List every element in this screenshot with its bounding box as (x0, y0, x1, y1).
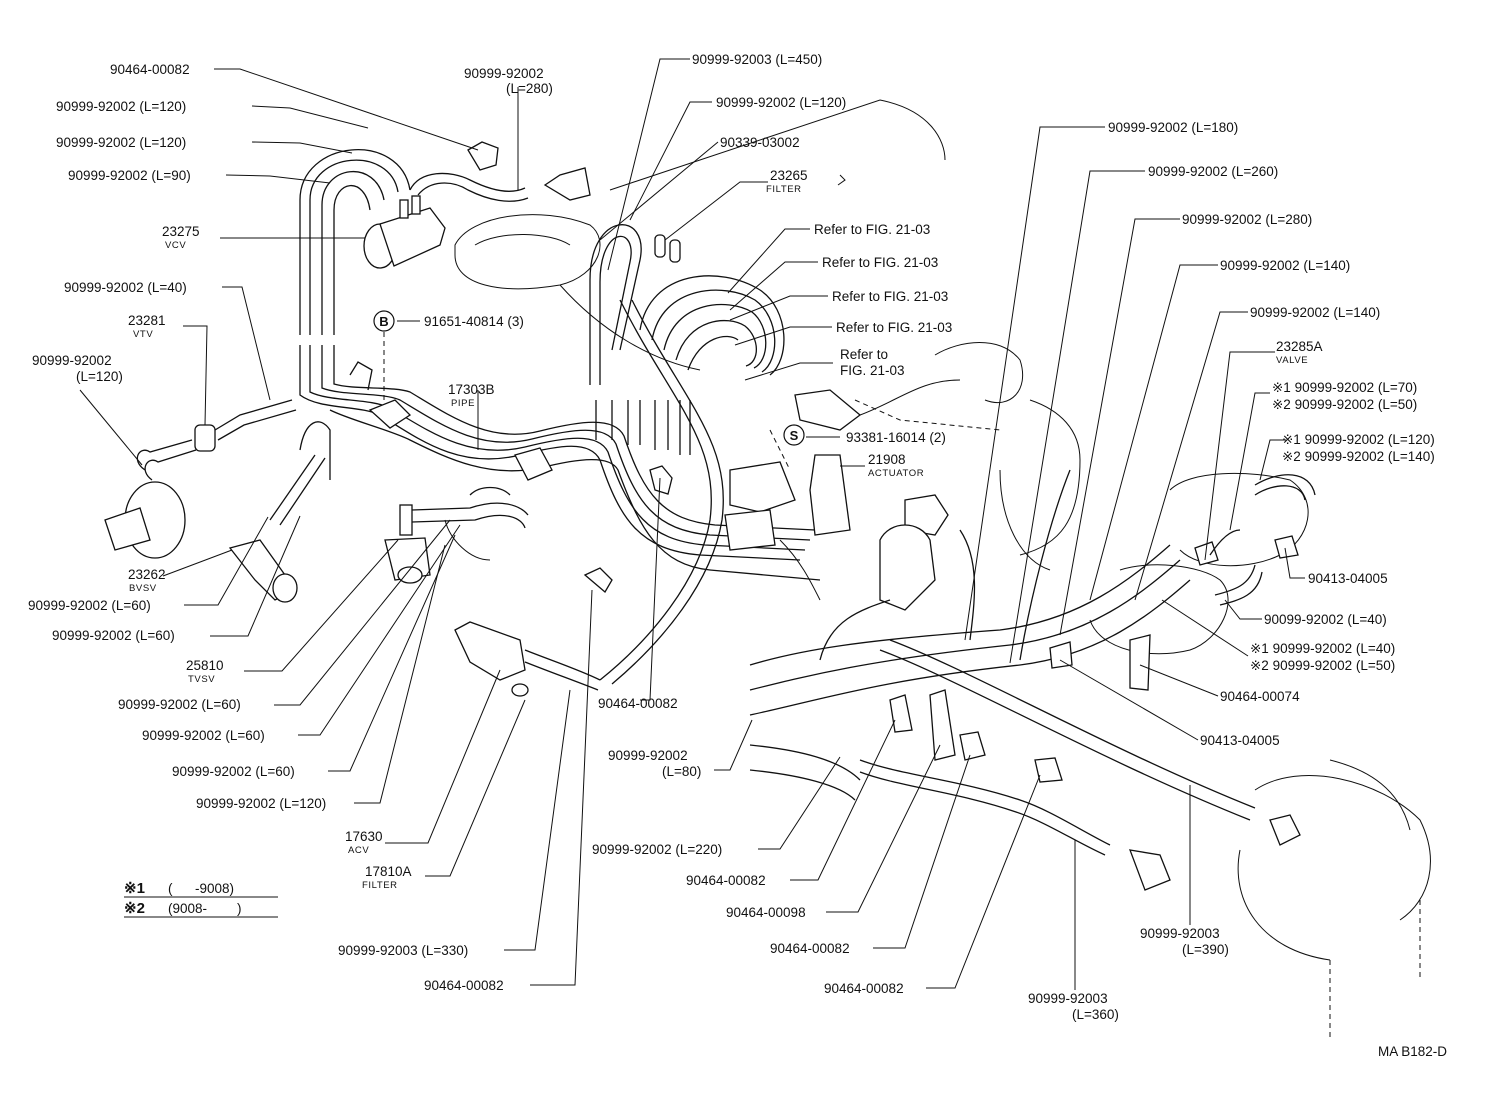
label-note1-hose-l70: ※1 90999-92002 (L=70) (1272, 380, 1417, 395)
label-hose-l120-b: 90999-92002 (L=120) (56, 135, 186, 150)
label-hose-l120-a: 90999-92002 (L=120) (56, 99, 186, 114)
label-90464-00082-c2: 90464-00082 (770, 941, 850, 956)
label-fig-21-03-5: FIG. 21-03 (840, 363, 905, 378)
label-17303b: 17303B (448, 382, 495, 397)
label-23285a: 23285A (1276, 339, 1323, 354)
label-23265: 23265 (770, 168, 808, 183)
label-refer-fig-1: Refer to FIG. 21-03 (814, 222, 930, 237)
legend-notes: ※1 ( -9008) ※2 (9008- ) (124, 880, 278, 918)
label-acv: ACV (348, 845, 369, 856)
label-actuator: ACTUATOR (868, 468, 924, 479)
label-hose-90999-left: 90999-92002 (32, 353, 112, 368)
label-hose-l40-left: 90999-92002 (L=40) (64, 280, 187, 295)
label-hose-92003-l330: 90999-92003 (L=330) (338, 943, 468, 958)
tvsv-drawing (384, 486, 529, 584)
label-17810a: 17810A (365, 864, 412, 879)
label-90464-00082-center: 90464-00082 (598, 696, 678, 711)
right-engine-drawing (879, 342, 1431, 1040)
label-23262: 23262 (128, 567, 166, 582)
label-hose-92003-360: 90999-92003 (1028, 991, 1108, 1006)
label-vcv: VCV (165, 240, 186, 251)
label-vtv: VTV (133, 329, 153, 340)
legend-note2-range: (9008- ) (168, 901, 242, 916)
symbol-b-letter: B (379, 314, 388, 329)
label-hose-l60-c: 90999-92002 (L=60) (118, 697, 241, 712)
label-17630: 17630 (345, 829, 383, 844)
part-labels: 90464-00082 90999-92002 (L=120) 90999-92… (28, 52, 1435, 1022)
label-hose-l260: 90999-92002 (L=260) (1148, 164, 1278, 179)
label-note1-hose-l120: ※1 90999-92002 (L=120) (1282, 432, 1435, 447)
label-pipe: PIPE (451, 398, 475, 409)
label-90464-00082-bottom: 90464-00082 (424, 978, 504, 993)
label-hose-l120-top: 90999-92002 (L=120) (716, 95, 846, 110)
label-90464-00082-top-left: 90464-00082 (110, 62, 190, 77)
symbol-s-letter: S (790, 428, 799, 443)
label-refer-fig-3: Refer to FIG. 21-03 (832, 289, 948, 304)
label-note1-hose-l40: ※1 90999-92002 (L=40) (1250, 641, 1395, 656)
label-90464-00082-c3: 90464-00082 (824, 981, 904, 996)
label-90464-00098: 90464-00098 (726, 905, 806, 920)
label-hose-l90: 90999-92002 (L=90) (68, 168, 191, 183)
label-valve: VALVE (1276, 355, 1308, 366)
label-23275: 23275 (162, 224, 200, 239)
label-hose-l80: (L=80) (662, 764, 701, 779)
leader-lines (79, 58, 1305, 990)
label-93381-16014: 93381-16014 (2) (846, 430, 946, 445)
label-hose-l60-b: 90999-92002 (L=60) (52, 628, 175, 643)
symbol-s-marker: S (783, 424, 805, 446)
label-bvsv: BVSV (129, 583, 157, 594)
symbol-b-marker: B (373, 310, 395, 400)
legend-note1-mark: ※1 (124, 880, 145, 897)
label-hose-l220: 90999-92002 (L=220) (592, 842, 722, 857)
label-91651-40814: 91651-40814 (3) (424, 314, 524, 329)
label-hose-l280-top: (L=280) (506, 81, 553, 96)
label-refer-fig-4: Refer to FIG. 21-03 (836, 320, 952, 335)
label-filter-17810a: FILTER (362, 880, 398, 891)
label-hose-l60-a: 90999-92002 (L=60) (28, 598, 151, 613)
label-90099-l40: 90099-92002 (L=40) (1264, 612, 1387, 627)
label-90464-00074: 90464-00074 (1220, 689, 1300, 704)
label-90413-04005-lower: 90413-04005 (1200, 733, 1280, 748)
acv-drawing (454, 567, 613, 697)
air-cleaner-outline (454, 99, 946, 371)
label-25810: 25810 (186, 658, 224, 673)
label-hose-l180: 90999-92002 (L=180) (1108, 120, 1238, 135)
right-small-hoses (1194, 474, 1316, 606)
label-tvsv: TVSV (188, 674, 215, 685)
pipe-bundle (299, 345, 821, 581)
label-90413-04005-right: 90413-04005 (1308, 571, 1388, 586)
label-hose-l390: (L=390) (1182, 942, 1229, 957)
legend-note2-mark: ※2 (124, 900, 145, 917)
label-hose-l360: (L=360) (1072, 1007, 1119, 1022)
vcv-valve-drawing (363, 195, 446, 269)
label-hose-90999-top: 90999-92002 (464, 66, 544, 81)
label-hose-l140-b: 90999-92002 (L=140) (1250, 305, 1380, 320)
label-hose-92003-l450: 90999-92003 (L=450) (692, 52, 822, 67)
filter-23265-drawing (837, 174, 846, 186)
label-hose-90999-l80: 90999-92002 (608, 748, 688, 763)
label-refer-to-5: Refer to (840, 347, 888, 362)
label-hose-l280-right: 90999-92002 (L=280) (1182, 212, 1312, 227)
label-90464-00082-c1: 90464-00082 (686, 873, 766, 888)
label-note2-hose-l140: ※2 90999-92002 (L=140) (1282, 449, 1435, 464)
label-21908: 21908 (868, 452, 906, 467)
legend-note1-range: ( -9008) (168, 881, 234, 896)
label-note2-hose-l50-lower: ※2 90999-92002 (L=50) (1250, 658, 1395, 673)
actuator-drawing (724, 379, 1001, 601)
label-hose-92003-390: 90999-92003 (1140, 926, 1220, 941)
label-hose-l60-d: 90999-92002 (L=60) (142, 728, 265, 743)
label-hose-l140-a: 90999-92002 (L=140) (1220, 258, 1350, 273)
label-23281: 23281 (128, 313, 166, 328)
label-hose-l120-c: 90999-92002 (L=120) (196, 796, 326, 811)
label-90339-03002: 90339-03002 (720, 135, 800, 150)
engine-drawing: B S (104, 99, 1431, 1040)
label-filter-23265: FILTER (766, 184, 802, 195)
diagram-code: MA B182-D (1378, 1044, 1447, 1059)
label-hose-l120-left: (L=120) (76, 369, 123, 384)
label-refer-fig-2: Refer to FIG. 21-03 (822, 255, 938, 270)
label-hose-l60-e: 90999-92002 (L=60) (172, 764, 295, 779)
label-note2-hose-l50: ※2 90999-92002 (L=50) (1272, 397, 1417, 412)
